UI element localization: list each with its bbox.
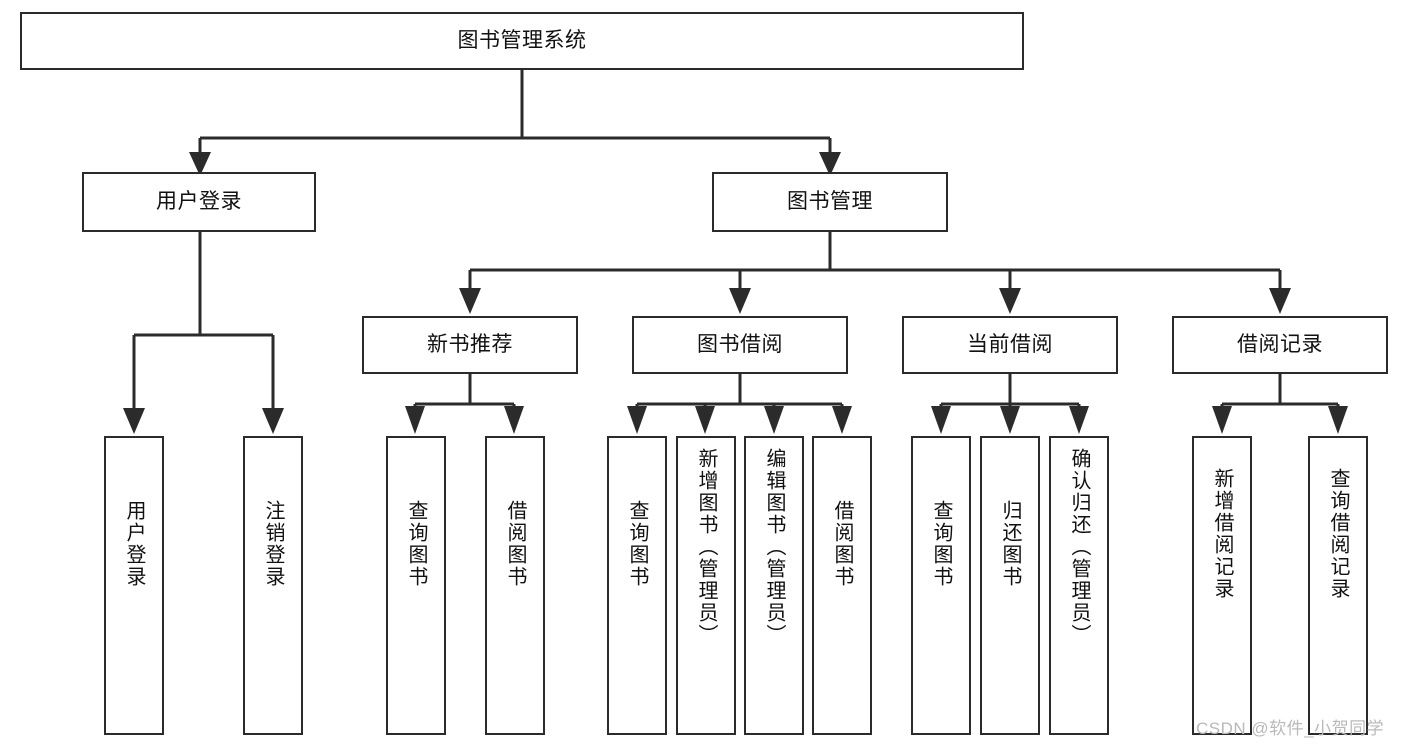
node-leaf-add-borrow-record-label: 新增借阅记录 xyxy=(1211,468,1233,600)
node-leaf-logout-login-label: 注销登录 xyxy=(262,500,284,588)
node-leaf-add-book-admin[interactable]: 新增图书（管理员） xyxy=(676,436,736,735)
node-user-login[interactable]: 用户登录 xyxy=(82,172,316,232)
node-leaf-return-book[interactable]: 归还图书 xyxy=(980,436,1040,735)
node-user-login-label: 用户登录 xyxy=(156,189,242,213)
node-leaf-query-borrow-record-label: 查询借阅记录 xyxy=(1327,468,1349,600)
node-new-book-recommend-label: 新书推荐 xyxy=(427,332,513,356)
node-leaf-edit-book-admin[interactable]: 编辑图书（管理员） xyxy=(744,436,804,735)
node-leaf-query-book-3-label: 查询图书 xyxy=(930,500,952,588)
node-book-management[interactable]: 图书管理 xyxy=(712,172,948,232)
node-leaf-query-book-1-label: 查询图书 xyxy=(405,500,427,588)
node-leaf-add-book-admin-label: 新增图书（管理员） xyxy=(695,448,717,646)
node-leaf-query-book-2-label: 查询图书 xyxy=(626,500,648,588)
node-leaf-confirm-return-admin[interactable]: 确认归还（管理员） xyxy=(1049,436,1109,735)
node-root-label: 图书管理系统 xyxy=(457,28,587,52)
node-leaf-return-book-label: 归还图书 xyxy=(999,500,1021,588)
node-leaf-borrow-book-2[interactable]: 借阅图书 xyxy=(812,436,872,735)
node-root[interactable]: 图书管理系统 xyxy=(20,12,1024,70)
node-leaf-logout-login[interactable]: 注销登录 xyxy=(243,436,303,735)
node-borrow-record[interactable]: 借阅记录 xyxy=(1172,316,1388,374)
csdn-watermark: CSDN @软件_小贺同学 xyxy=(1196,719,1385,738)
node-leaf-borrow-book-1-label: 借阅图书 xyxy=(504,500,526,588)
node-borrow-record-label: 借阅记录 xyxy=(1237,332,1323,356)
node-book-borrow-label: 图书借阅 xyxy=(697,332,783,356)
node-leaf-query-borrow-record[interactable]: 查询借阅记录 xyxy=(1308,436,1368,735)
node-leaf-query-book-2[interactable]: 查询图书 xyxy=(607,436,667,735)
node-new-book-recommend[interactable]: 新书推荐 xyxy=(362,316,578,374)
node-leaf-user-login-label: 用户登录 xyxy=(123,500,145,588)
node-leaf-confirm-return-admin-label: 确认归还（管理员） xyxy=(1068,448,1090,646)
node-leaf-borrow-book-1[interactable]: 借阅图书 xyxy=(485,436,545,735)
node-leaf-add-borrow-record[interactable]: 新增借阅记录 xyxy=(1192,436,1252,735)
node-current-borrow[interactable]: 当前借阅 xyxy=(902,316,1118,374)
node-leaf-edit-book-admin-label: 编辑图书（管理员） xyxy=(763,448,785,646)
node-leaf-query-book-1[interactable]: 查询图书 xyxy=(386,436,446,735)
node-current-borrow-label: 当前借阅 xyxy=(967,332,1053,356)
node-leaf-user-login[interactable]: 用户登录 xyxy=(104,436,164,735)
node-book-borrow[interactable]: 图书借阅 xyxy=(632,316,848,374)
node-book-management-label: 图书管理 xyxy=(787,189,873,213)
node-leaf-borrow-book-2-label: 借阅图书 xyxy=(831,500,853,588)
node-leaf-query-book-3[interactable]: 查询图书 xyxy=(911,436,971,735)
